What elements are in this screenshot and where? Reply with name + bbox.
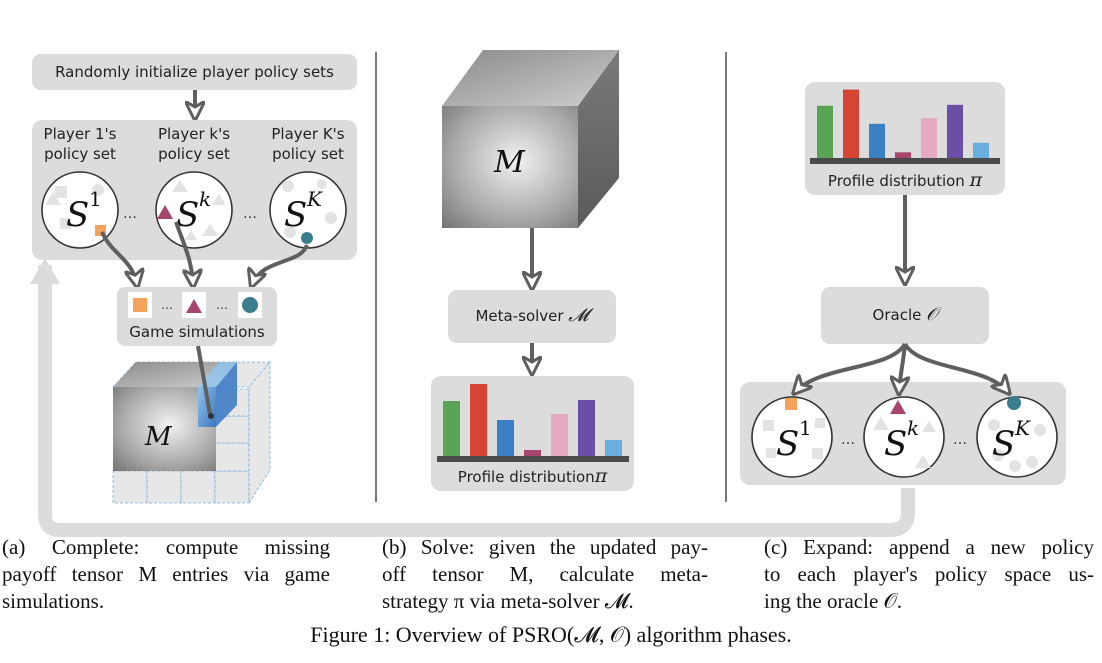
profile-bar bbox=[578, 400, 595, 456]
policy-set-1: S 1 bbox=[41, 171, 119, 249]
svg-text:M: M bbox=[493, 145, 526, 180]
arrow-s1-to-sim bbox=[100, 231, 137, 285]
tensor-grid: M bbox=[112, 360, 271, 505]
oracle-arrow-1 bbox=[795, 342, 907, 392]
tensor-cube: M bbox=[442, 50, 619, 228]
profile-bar bbox=[843, 89, 859, 158]
profile-label-c: Profile distribution π bbox=[827, 169, 983, 191]
caption-a-line1: (a) Complete: compute missing bbox=[2, 535, 330, 559]
svg-text:S: S bbox=[776, 424, 799, 464]
caption-a-line3: simulations. bbox=[2, 589, 105, 613]
caption-c-line2: to each player's policy space us- bbox=[764, 562, 1094, 586]
panel-c: S 1 S k S K … … bbox=[740, 82, 1066, 485]
panel-b: M bbox=[431, 50, 634, 491]
profile-bar bbox=[470, 384, 487, 456]
game-sim-label: Game simulations bbox=[129, 323, 265, 341]
oracle-box bbox=[821, 287, 989, 344]
svg-text:k: k bbox=[907, 416, 919, 440]
caption-b-line3: strategy π via meta-solver 𝓜. bbox=[382, 589, 634, 613]
profile-bar bbox=[524, 450, 541, 456]
caption-a: (a) Complete: compute missing payoff ten… bbox=[2, 534, 330, 615]
svg-text:…: … bbox=[216, 298, 228, 312]
svg-text:S: S bbox=[66, 195, 89, 235]
profile-bar bbox=[973, 142, 989, 158]
caption-b-line2: off tensor M, calculate meta- bbox=[382, 562, 708, 586]
profile-bar bbox=[551, 414, 568, 456]
oracle-label: Oracle 𝒪 bbox=[872, 304, 938, 325]
svg-text:k: k bbox=[199, 187, 211, 211]
profile-bar bbox=[497, 420, 514, 456]
magenta-triangle-icon bbox=[157, 205, 173, 219]
policy-set-K: S K bbox=[269, 171, 347, 249]
expanded-set-k: S k bbox=[863, 396, 945, 478]
arrow-sk-to-sim bbox=[174, 221, 193, 285]
figure-caption: Figure 1: Overview of PSRO(𝓜, 𝒪) algorit… bbox=[310, 622, 792, 647]
oracle-arrow-k bbox=[899, 343, 905, 392]
caption-c: (c) Expand: append a new policy to each … bbox=[764, 534, 1094, 615]
new-policy-circle-icon bbox=[1007, 396, 1021, 410]
svg-text:K: K bbox=[306, 187, 323, 211]
policy-set-k: S k bbox=[155, 171, 233, 249]
profile-bar bbox=[817, 105, 833, 158]
player-K-label: Player K's policy set bbox=[271, 125, 345, 163]
svg-text:…: … bbox=[953, 432, 967, 448]
oracle-arrow-K bbox=[903, 342, 1008, 392]
bar-group-b bbox=[443, 384, 622, 456]
svg-text:S: S bbox=[884, 424, 907, 464]
profile-bar bbox=[605, 440, 622, 456]
expanded-set-K: S K bbox=[976, 396, 1058, 478]
meta-solver-label: Meta-solver 𝓜 bbox=[475, 305, 589, 326]
feedback-loop-arrow bbox=[38, 265, 915, 537]
player-1-label: Player 1's policy set bbox=[43, 125, 117, 163]
svg-text:…: … bbox=[841, 432, 855, 448]
svg-text:M: M bbox=[144, 422, 173, 452]
profile-label-b: Profile distributionπ bbox=[457, 465, 608, 487]
arrow-sK-to-sim bbox=[252, 244, 309, 285]
svg-text:…: … bbox=[123, 206, 137, 222]
svg-text:…: … bbox=[243, 206, 257, 222]
caption-c-line3: ing the oracle 𝒪. bbox=[764, 589, 903, 613]
bar-axis-b bbox=[437, 456, 629, 462]
svg-text:K: K bbox=[1014, 416, 1031, 440]
panel-a: S 1 S k S K … … bbox=[30, 54, 915, 537]
caption-a-line2: payoff tensor M entries via game bbox=[2, 562, 330, 586]
profile-bar bbox=[443, 401, 460, 456]
sim-arrow-into-tensor bbox=[196, 345, 212, 415]
new-policy-square-icon bbox=[785, 398, 797, 410]
init-box bbox=[32, 54, 357, 90]
svg-text:S: S bbox=[176, 195, 199, 235]
expanded-set-1: S 1 bbox=[751, 396, 833, 478]
svg-text:1: 1 bbox=[89, 187, 102, 211]
profile-bar bbox=[895, 152, 911, 158]
caption-b-line1: (b) Solve: given the updated pay- bbox=[382, 535, 708, 559]
caption-c-line1: (c) Expand: append a new policy bbox=[764, 535, 1094, 559]
meta-solver-box bbox=[448, 290, 616, 343]
svg-text:1: 1 bbox=[799, 416, 812, 440]
profile-bar bbox=[947, 104, 963, 158]
profile-bar bbox=[869, 123, 885, 158]
profile-bar bbox=[921, 118, 937, 158]
bar-axis-c bbox=[810, 158, 1000, 164]
teal-circle-icon bbox=[301, 232, 313, 244]
svg-text:S: S bbox=[992, 424, 1015, 464]
caption-b: (b) Solve: given the updated pay- off te… bbox=[382, 534, 708, 615]
svg-text:S: S bbox=[284, 195, 307, 235]
init-label: Randomly initialize player policy sets bbox=[55, 63, 334, 81]
player-k-label: Player k's policy set bbox=[157, 125, 231, 163]
orange-square-icon bbox=[95, 225, 106, 236]
new-policy-triangle-icon bbox=[890, 400, 906, 414]
bar-group-c bbox=[817, 89, 989, 158]
svg-text:…: … bbox=[161, 298, 173, 312]
